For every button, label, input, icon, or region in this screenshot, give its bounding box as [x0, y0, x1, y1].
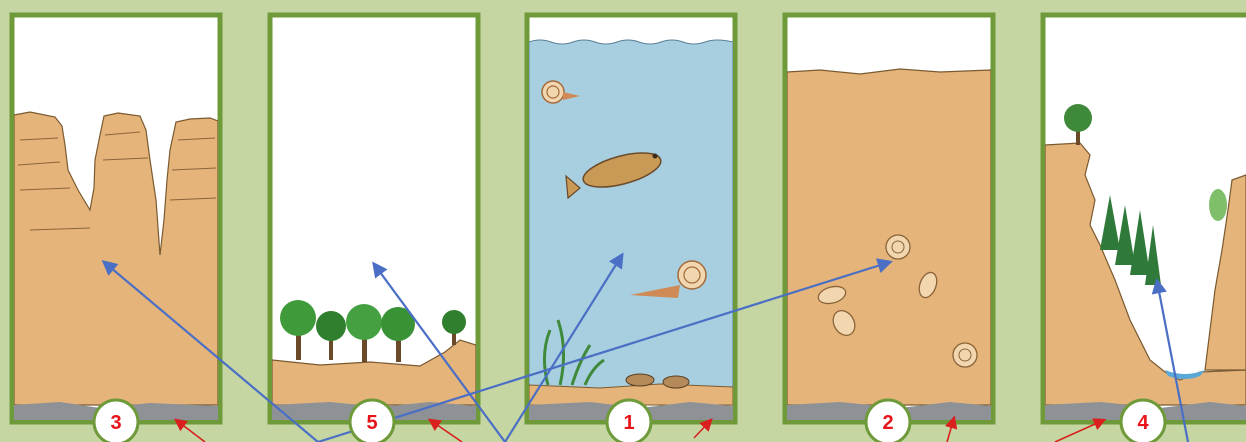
panel-forest-land — [270, 15, 478, 422]
panel-label-text: 4 — [1137, 412, 1149, 434]
panel-sediment-fossils — [785, 15, 993, 422]
panel-label-badge: 4 — [1121, 400, 1165, 442]
panel-label-text: 5 — [366, 412, 377, 434]
panel-canyon-erosion — [12, 15, 220, 422]
panel-label-badge: 2 — [866, 400, 910, 442]
panel-canyon-forest — [1043, 15, 1246, 422]
panel-label-badges: 3 5 1 2 4 — [94, 400, 1165, 442]
panel-label-badge: 5 — [350, 400, 394, 442]
panel-label-badge: 1 — [607, 400, 651, 442]
panel-label-text: 1 — [623, 412, 634, 434]
panel-label-text: 3 — [110, 412, 121, 434]
panel-label-badge: 3 — [94, 400, 138, 442]
eroded-rock-layers — [14, 112, 218, 405]
panel-label-text: 2 — [882, 412, 893, 434]
panel-sea-life — [527, 15, 735, 422]
